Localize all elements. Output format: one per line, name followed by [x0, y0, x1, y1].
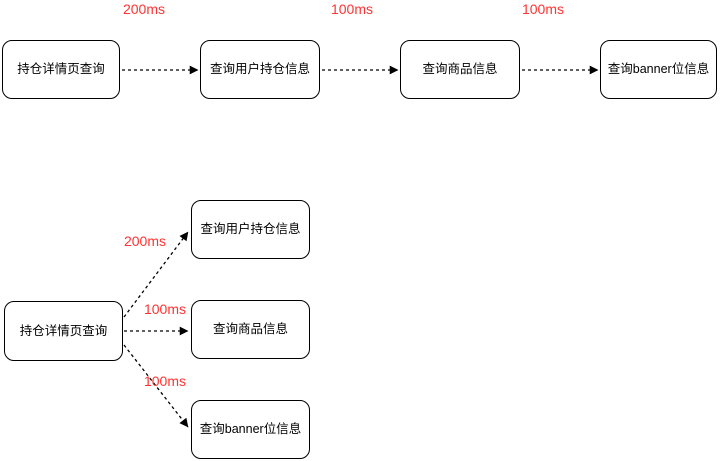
edge-label-seq-3: 100ms	[521, 1, 565, 17]
node-seq-banner-info: 查询banner位信息	[600, 40, 717, 99]
node-seq-user-holdings: 查询用户持仓信息	[200, 40, 320, 99]
edge-label-seq-1: 200ms	[122, 1, 166, 17]
node-seq-portfolio-detail-query: 持仓详情页查询	[2, 40, 120, 99]
edge-par-banner-info	[123, 344, 189, 428]
edge-label-seq-2: 100ms	[330, 1, 374, 17]
node-par-portfolio-detail-query: 持仓详情页查询	[4, 301, 123, 361]
edge-label-par-1: 200ms	[123, 233, 167, 249]
node-seq-product-info: 查询商品信息	[400, 40, 520, 99]
edge-label-par-2: 100ms	[143, 301, 187, 317]
node-par-user-holdings: 查询用户持仓信息	[191, 200, 310, 259]
node-par-banner-info: 查询banner位信息	[191, 400, 310, 459]
edge-label-par-3: 100ms	[143, 373, 187, 389]
node-par-product-info: 查询商品信息	[191, 300, 310, 359]
